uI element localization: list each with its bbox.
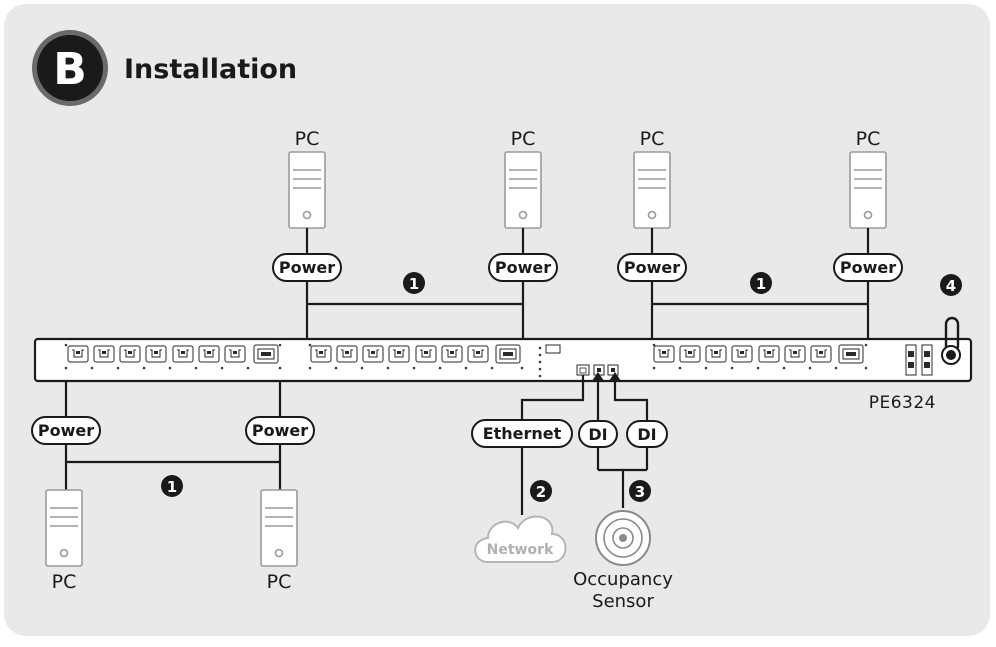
svg-text:Power: Power (252, 421, 308, 440)
top-power-wiring (305, 228, 870, 341)
svg-text:1: 1 (167, 478, 177, 496)
svg-text:DI: DI (637, 425, 656, 444)
di-pill: DI (626, 420, 668, 448)
breaker-icon (921, 344, 933, 376)
pc-label: PC (856, 128, 881, 150)
svg-text:Power: Power (840, 258, 896, 277)
svg-text:DI: DI (588, 425, 607, 444)
pc-label: PC (52, 571, 77, 593)
svg-text:1: 1 (756, 275, 766, 293)
pc-tower-icon: PC (504, 128, 542, 229)
cable-lock-icon (941, 316, 961, 365)
bottom-power-wiring (64, 381, 282, 490)
sensor-label-line1: Occupancy (573, 569, 673, 590)
svg-text:1: 1 (409, 275, 419, 293)
svg-text:Power: Power (624, 258, 680, 277)
ethernet-pill: Ethernet (471, 419, 573, 448)
occupancy-sensor-icon (595, 510, 651, 566)
power-pill: Power (245, 416, 315, 445)
svg-text:Ethernet: Ethernet (483, 424, 562, 443)
svg-text:Power: Power (38, 421, 94, 440)
step-number-badge: 1 (750, 272, 772, 294)
di-port-icon (607, 364, 619, 376)
power-pill: Power (272, 253, 342, 282)
lcd-display (545, 344, 561, 354)
page-title: Installation (124, 54, 297, 85)
svg-text:2: 2 (536, 483, 546, 501)
model-label: PE6324 (869, 393, 936, 413)
sensor-label-line2: Sensor (592, 591, 654, 612)
power-pill: Power (488, 253, 558, 282)
pdu-unit (33, 337, 973, 383)
power-pill: Power (617, 253, 687, 282)
pc-tower-icon: PC (45, 489, 83, 593)
step-number-badge: 4 (940, 274, 962, 296)
pc-tower-icon: PC (260, 489, 298, 593)
pc-tower-icon: PC (849, 128, 887, 229)
pc-tower-icon: PC (633, 128, 671, 229)
pc-label: PC (295, 128, 320, 150)
step-number-badge: 3 (629, 480, 651, 502)
svg-text:Power: Power (279, 258, 335, 277)
step-number-badge: 1 (403, 272, 425, 294)
background-panel (4, 4, 990, 636)
breaker-icon (905, 344, 917, 376)
step-letter: B (53, 44, 87, 95)
ethernet-port-icon (576, 364, 590, 376)
di-pill: DI (578, 420, 618, 448)
power-pill: Power (31, 416, 101, 445)
ethernet-wiring (520, 375, 585, 515)
pc-label: PC (511, 128, 536, 150)
step-number-badge: 2 (530, 480, 552, 502)
network-cloud-icon: Network (474, 515, 567, 563)
svg-text:3: 3 (635, 483, 645, 501)
pc-label: PC (640, 128, 665, 150)
step-badge: B (32, 30, 108, 106)
svg-text:4: 4 (946, 277, 956, 295)
di-wiring (592, 372, 649, 508)
network-label: Network (487, 542, 554, 558)
svg-text:Power: Power (495, 258, 551, 277)
pc-label: PC (267, 571, 292, 593)
pc-tower-icon: PC (288, 128, 326, 229)
step-number-badge: 1 (161, 475, 183, 497)
led-indicators (64, 343, 868, 378)
power-pill: Power (833, 253, 903, 282)
